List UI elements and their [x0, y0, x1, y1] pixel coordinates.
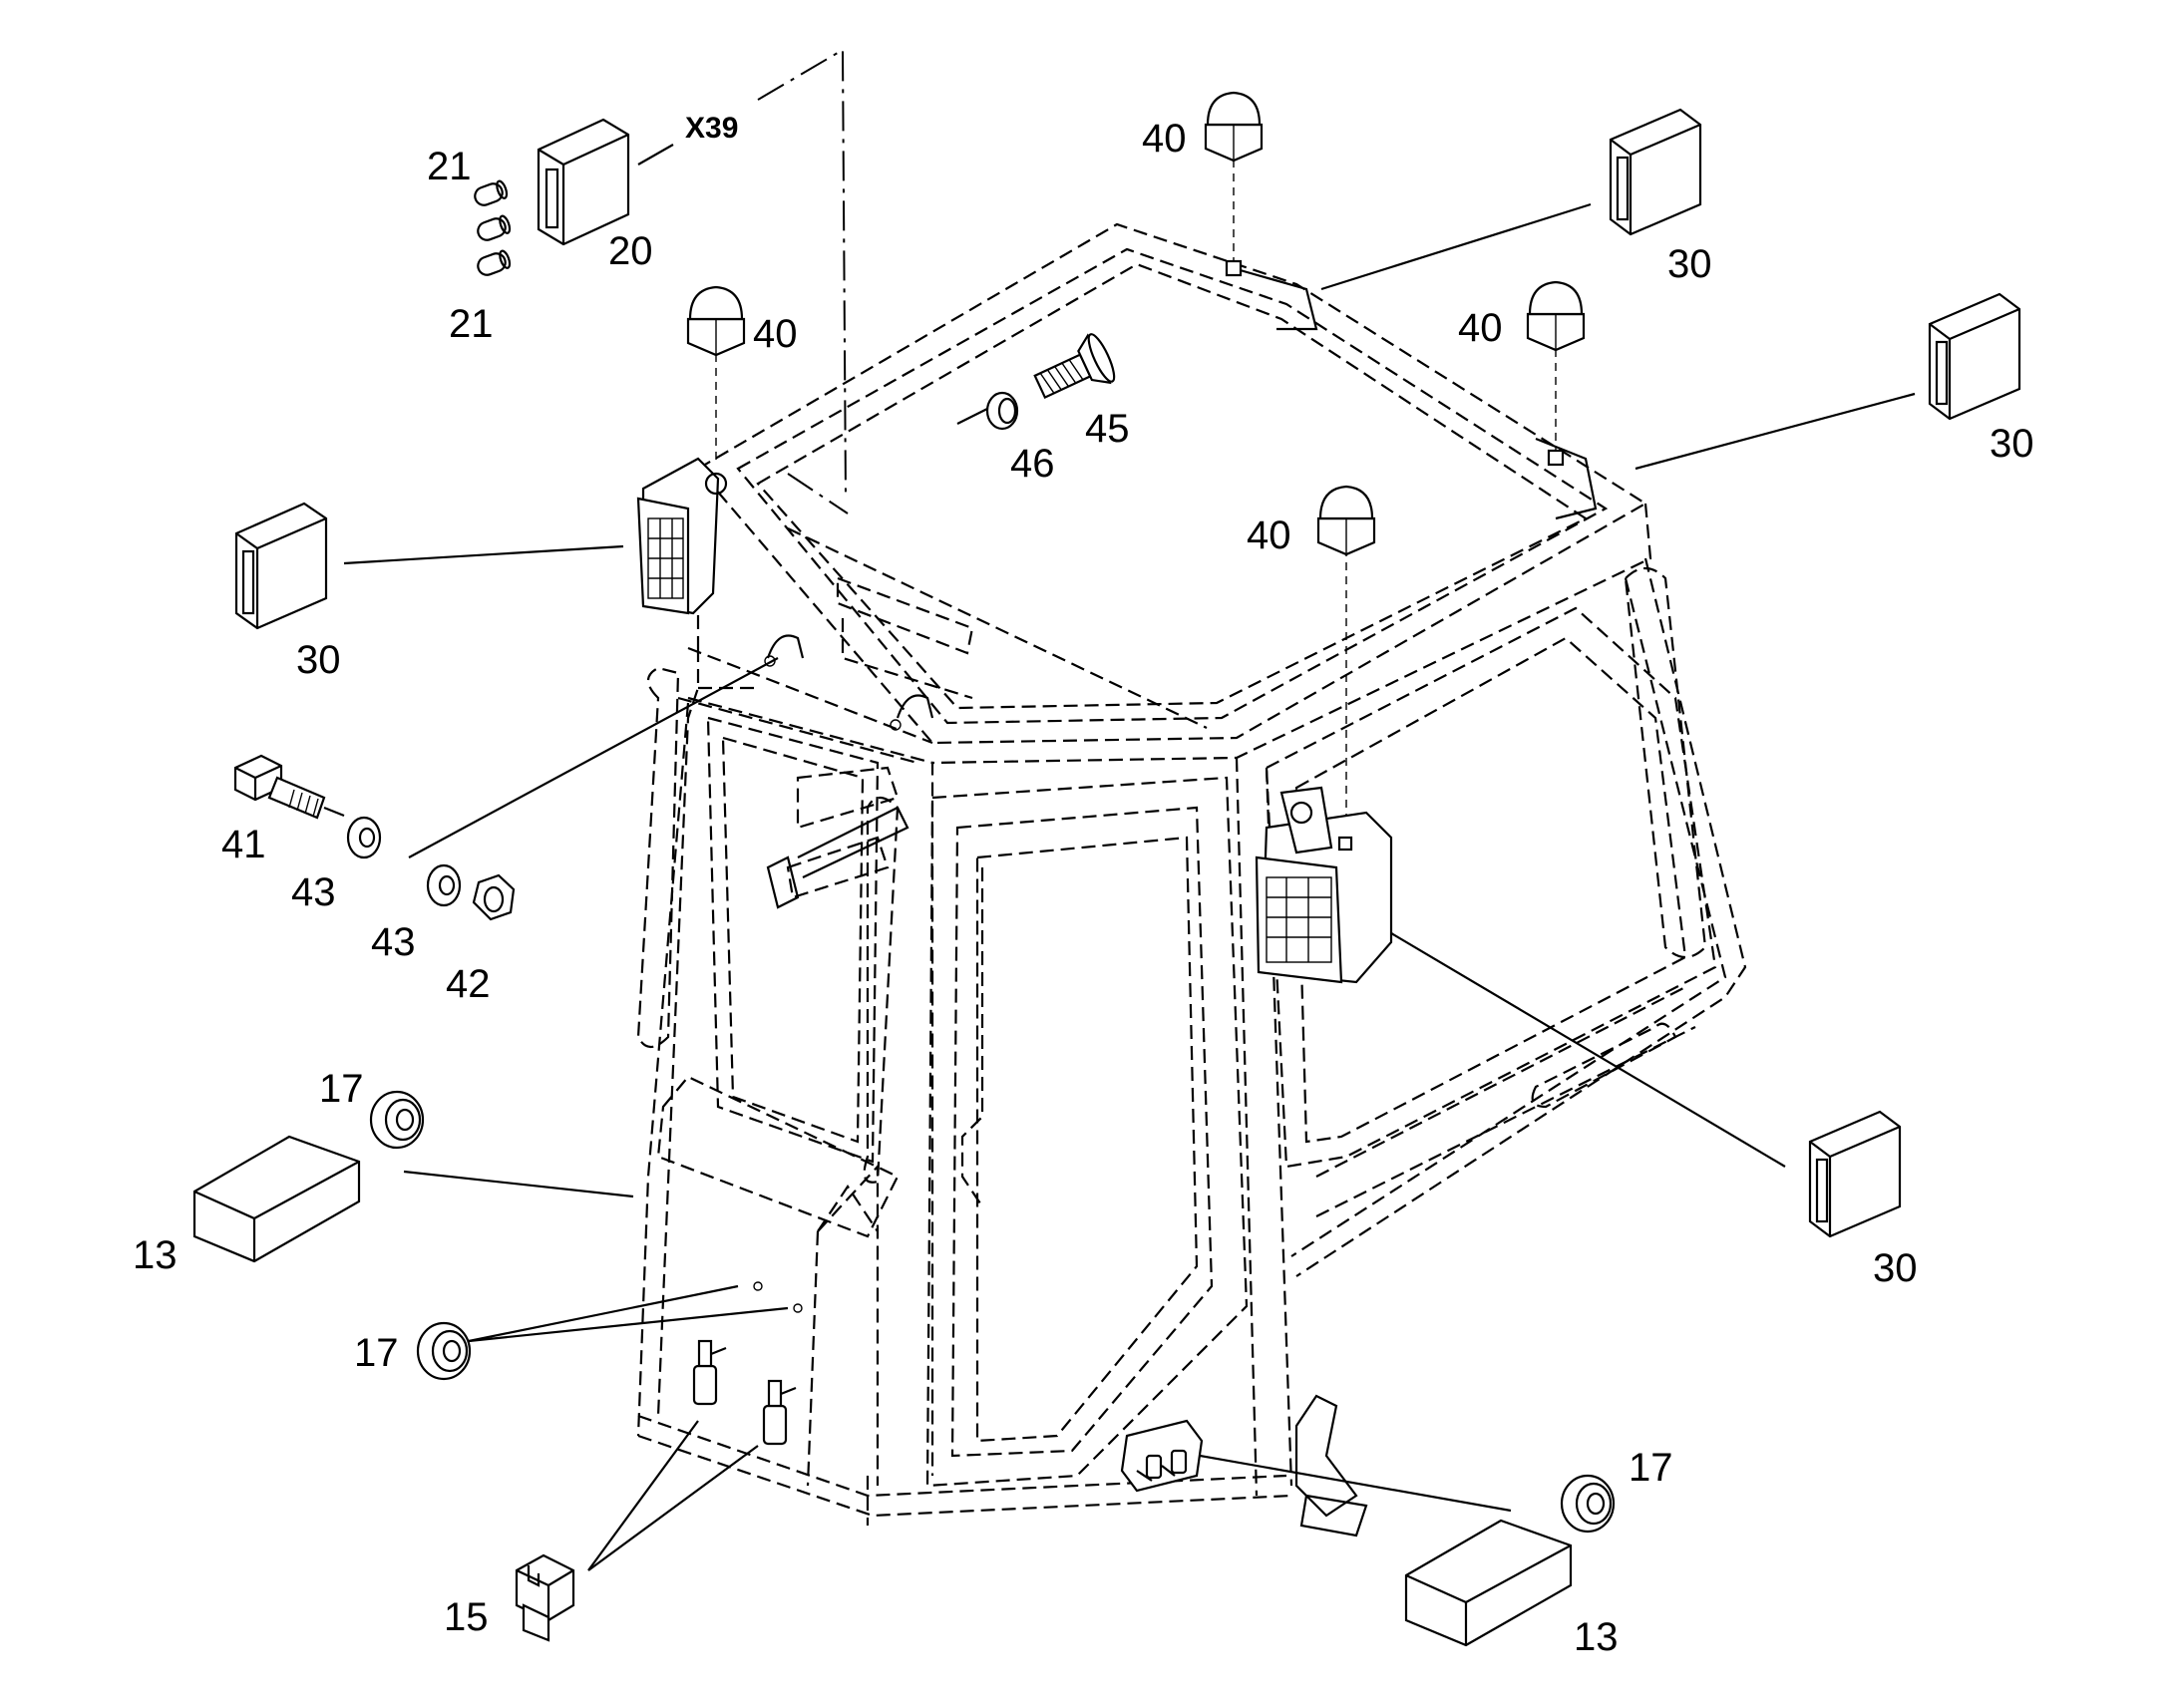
label-15: 15 — [444, 1595, 489, 1639]
label-17-right: 17 — [1629, 1446, 1673, 1490]
grommet-17-right — [1560, 1474, 1616, 1534]
cap-nut-40-top — [1204, 91, 1264, 163]
label-17-left-top: 17 — [319, 1067, 364, 1111]
label-40-left: 40 — [753, 312, 798, 356]
x39-chain-line — [757, 48, 849, 514]
label-40-right: 40 — [1458, 306, 1503, 350]
label-40-center: 40 — [1247, 513, 1291, 557]
label-17-left: 17 — [354, 1331, 399, 1375]
switch-15 — [515, 1553, 575, 1642]
grommet-17-left-top — [369, 1090, 425, 1150]
work-light-left-mounted — [636, 457, 728, 615]
leader-lines — [343, 144, 1916, 1571]
cap-nut-40-right — [1526, 280, 1586, 352]
label-30-right: 30 — [1990, 422, 2034, 466]
label-43-a: 43 — [291, 870, 336, 914]
label-20: 20 — [608, 229, 653, 273]
light-cover-30-bottom-right — [1808, 1110, 1902, 1238]
label-30-left: 30 — [296, 638, 341, 682]
socket-panel — [1120, 1419, 1204, 1493]
bolt-41 — [233, 754, 345, 820]
switch-plug-b — [762, 1379, 797, 1446]
label-21-top: 21 — [427, 145, 472, 188]
speaker-13-right — [1404, 1519, 1573, 1647]
washer-46 — [985, 391, 1019, 431]
stud-top — [1225, 259, 1243, 277]
label-46: 46 — [1010, 442, 1055, 486]
light-cover-30-top-right — [1609, 108, 1702, 236]
speaker-13-left — [192, 1135, 361, 1263]
grommet-17-left — [416, 1321, 472, 1381]
cap-nut-40-left — [686, 285, 746, 357]
switch-plug-a — [692, 1339, 727, 1406]
label-13-left: 13 — [133, 1233, 178, 1277]
callouts: X39 20 21 21 40 40 40 40 45 46 30 30 30 … — [133, 112, 2034, 1659]
nut-42 — [472, 873, 516, 921]
stud-right — [1547, 449, 1565, 467]
label-42: 42 — [446, 962, 491, 1006]
contact-pins-21 — [474, 179, 512, 276]
label-41: 41 — [221, 823, 266, 866]
lower-vent-holes — [753, 1281, 803, 1313]
label-13-right: 13 — [1574, 1615, 1619, 1659]
relay-20 — [537, 118, 630, 246]
label-x39: X39 — [685, 112, 738, 145]
screw-45 — [1033, 333, 1116, 400]
light-cover-30-right — [1928, 292, 2021, 421]
washer-43-a — [346, 816, 382, 859]
label-30-top-right: 30 — [1667, 242, 1712, 286]
washer-43-b — [426, 863, 462, 907]
label-30-bottom-right: 30 — [1873, 1246, 1918, 1290]
light-cover-30-left — [234, 502, 328, 630]
label-40-top: 40 — [1142, 117, 1187, 161]
label-43-b: 43 — [371, 920, 416, 964]
cab-frame — [636, 222, 1747, 1537]
label-45: 45 — [1085, 407, 1130, 451]
work-light-right-mounted — [1255, 786, 1393, 984]
cap-nut-40-center — [1316, 485, 1376, 556]
label-21-bottom: 21 — [449, 302, 494, 346]
